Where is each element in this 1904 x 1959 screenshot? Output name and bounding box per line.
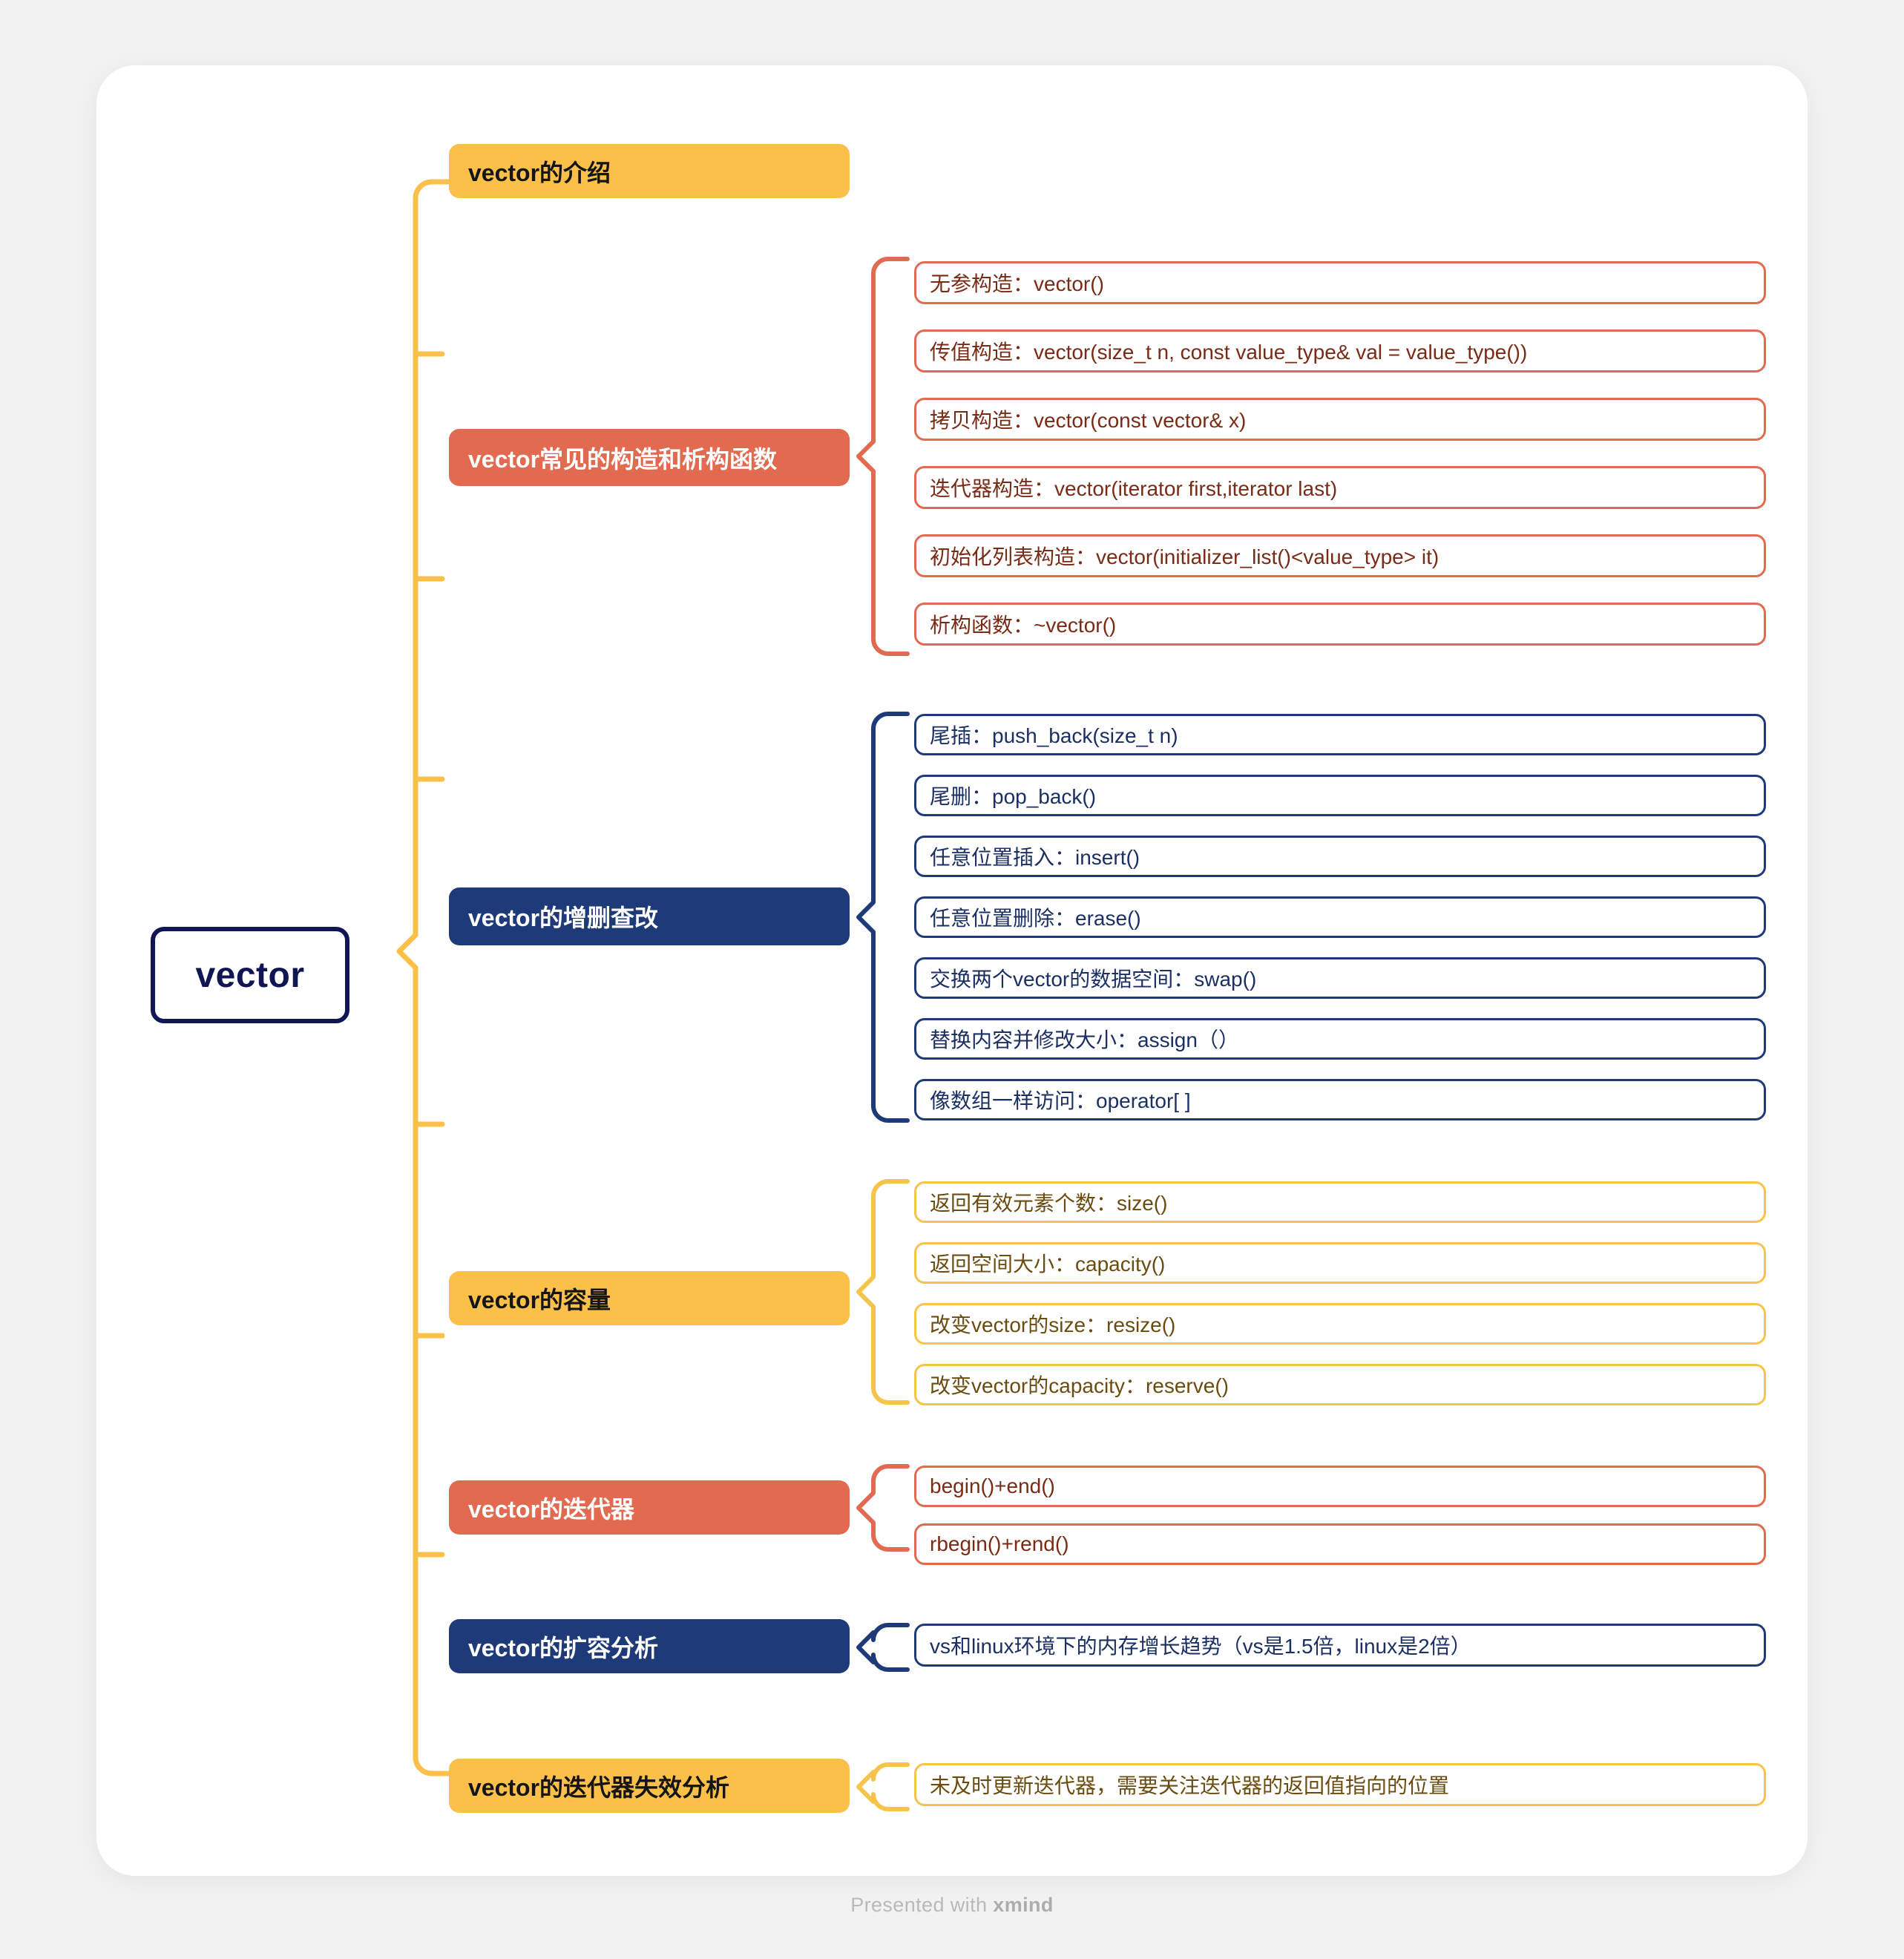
branch-label: vector的扩容分析	[468, 1634, 659, 1661]
footer-attribution: Presented with xmind	[0, 1894, 1904, 1917]
branch-node-growth[interactable]: vector的扩容分析	[449, 1619, 850, 1673]
leaf-card[interactable]: 任意位置删除：erase()	[914, 896, 1766, 938]
footer-prefix: Presented with	[850, 1894, 994, 1916]
leaf-label: 未及时更新迭代器，需要关注迭代器的返回值指向的位置	[930, 1774, 1450, 1797]
leaf-label: 改变vector的capacity：reserve()	[930, 1374, 1229, 1397]
leaf-label: 拷贝构造：vector(const vector& x)	[930, 409, 1247, 432]
leaf-label: 无参构造：vector()	[930, 272, 1104, 295]
leaf-card[interactable]: 替换内容并修改大小：assign（）	[914, 1018, 1766, 1060]
branch-node-iterator[interactable]: vector的迭代器	[449, 1480, 850, 1535]
leaf-label: vs和linux环境下的内存增长趋势（vs是1.5倍，linux是2倍）	[930, 1635, 1471, 1658]
leaf-card[interactable]: 无参构造：vector()	[914, 261, 1766, 304]
leaf-label: 交换两个vector的数据空间：swap()	[930, 968, 1257, 991]
leaf-card[interactable]: 尾插：push_back(size_t n)	[914, 714, 1766, 755]
branch-node-capacity[interactable]: vector的容量	[449, 1271, 850, 1325]
leaf-card[interactable]: rbegin()+rend()	[914, 1523, 1766, 1565]
leaf-card[interactable]: 任意位置插入：insert()	[914, 836, 1766, 877]
branch-label: vector常见的构造和析构函数	[468, 445, 778, 473]
branch-node-constructors[interactable]: vector常见的构造和析构函数	[449, 429, 850, 486]
leaf-label: 尾插：push_back(size_t n)	[930, 724, 1178, 747]
leaf-card[interactable]: 拷贝构造：vector(const vector& x)	[914, 398, 1766, 441]
branch-label: vector的迭代器失效分析	[468, 1773, 730, 1801]
branch-label: vector的介绍	[468, 159, 611, 186]
leaf-label: 改变vector的size：resize()	[930, 1313, 1176, 1336]
leaf-label: rbegin()+rend()	[930, 1532, 1069, 1555]
leaf-label: 替换内容并修改大小：assign（）	[930, 1028, 1239, 1051]
branch-node-crud[interactable]: vector的增删查改	[449, 887, 850, 945]
leaf-card[interactable]: 未及时更新迭代器，需要关注迭代器的返回值指向的位置	[914, 1763, 1766, 1806]
branch-node-intro[interactable]: vector的介绍	[449, 144, 850, 198]
leaf-card[interactable]: 传值构造：vector(size_t n, const value_type& …	[914, 329, 1766, 373]
leaf-label: 迭代器构造：vector(iterator first,iterator las…	[930, 477, 1338, 500]
leaf-card[interactable]: 改变vector的capacity：reserve()	[914, 1364, 1766, 1405]
leaf-label: 任意位置插入：insert()	[930, 846, 1140, 869]
branch-label: vector的迭代器	[468, 1495, 635, 1523]
leaf-label: 初始化列表构造：vector(initializer_list()<value_…	[930, 545, 1440, 568]
leaf-label: 尾删：pop_back()	[930, 785, 1097, 808]
branch-label: vector的容量	[468, 1286, 611, 1313]
leaf-label: 析构函数：~vector()	[930, 614, 1117, 637]
leaf-card[interactable]: 改变vector的size：resize()	[914, 1303, 1766, 1345]
leaf-card[interactable]: 初始化列表构造：vector(initializer_list()<value_…	[914, 534, 1766, 577]
leaf-label: 像数组一样访问：operator[ ]	[930, 1089, 1191, 1112]
branch-node-invalidation[interactable]: vector的迭代器失效分析	[449, 1759, 850, 1813]
xmind-brand: xmind	[993, 1894, 1054, 1916]
leaf-label: 传值构造：vector(size_t n, const value_type& …	[930, 341, 1528, 364]
leaf-card[interactable]: 交换两个vector的数据空间：swap()	[914, 957, 1766, 999]
leaf-label: 返回有效元素个数：size()	[930, 1192, 1168, 1215]
leaf-card[interactable]: begin()+end()	[914, 1466, 1766, 1507]
leaf-card[interactable]: 像数组一样访问：operator[ ]	[914, 1079, 1766, 1120]
leaf-card[interactable]: 迭代器构造：vector(iterator first,iterator las…	[914, 466, 1766, 509]
leaf-label: 返回空间大小：capacity()	[930, 1253, 1166, 1276]
leaf-card[interactable]: 尾删：pop_back()	[914, 775, 1766, 816]
leaf-card[interactable]: 返回有效元素个数：size()	[914, 1181, 1766, 1223]
leaf-card[interactable]: vs和linux环境下的内存增长趋势（vs是1.5倍，linux是2倍）	[914, 1624, 1766, 1667]
leaf-card[interactable]: 析构函数：~vector()	[914, 603, 1766, 646]
branch-label: vector的增删查改	[468, 905, 659, 931]
leaf-label: begin()+end()	[930, 1474, 1055, 1497]
root-node[interactable]: vector	[151, 927, 349, 1023]
leaf-card[interactable]: 返回空间大小：capacity()	[914, 1242, 1766, 1284]
leaf-label: 任意位置删除：erase()	[930, 907, 1141, 930]
root-node-label: vector	[195, 955, 305, 995]
